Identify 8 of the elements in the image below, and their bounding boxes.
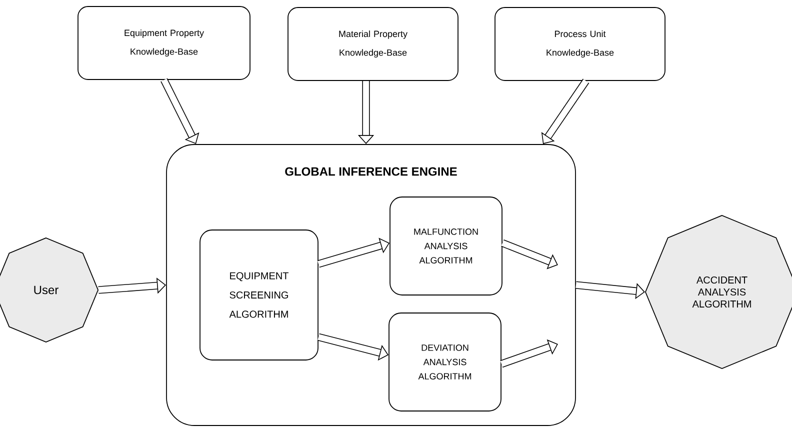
algorithm-box: DEVIATION ANALYSIS ALGORITHM xyxy=(388,312,502,412)
knowledge-base-box: Material Property Knowledge-Base xyxy=(288,7,458,81)
algorithm-box: EQUIPMENT SCREENING ALGORITHM xyxy=(200,230,318,360)
block-arrow xyxy=(500,339,558,368)
knowledge-base-box: Equipment Property Knowledge-Base xyxy=(78,6,250,80)
algorithm-box: MALFUNCTION ANALYSIS ALGORITHM xyxy=(390,196,502,296)
knowledge-base-box: Process Unit Knowledge-Base xyxy=(494,7,666,81)
engine-title: GLOBAL INFERENCE ENGINE xyxy=(285,167,457,176)
